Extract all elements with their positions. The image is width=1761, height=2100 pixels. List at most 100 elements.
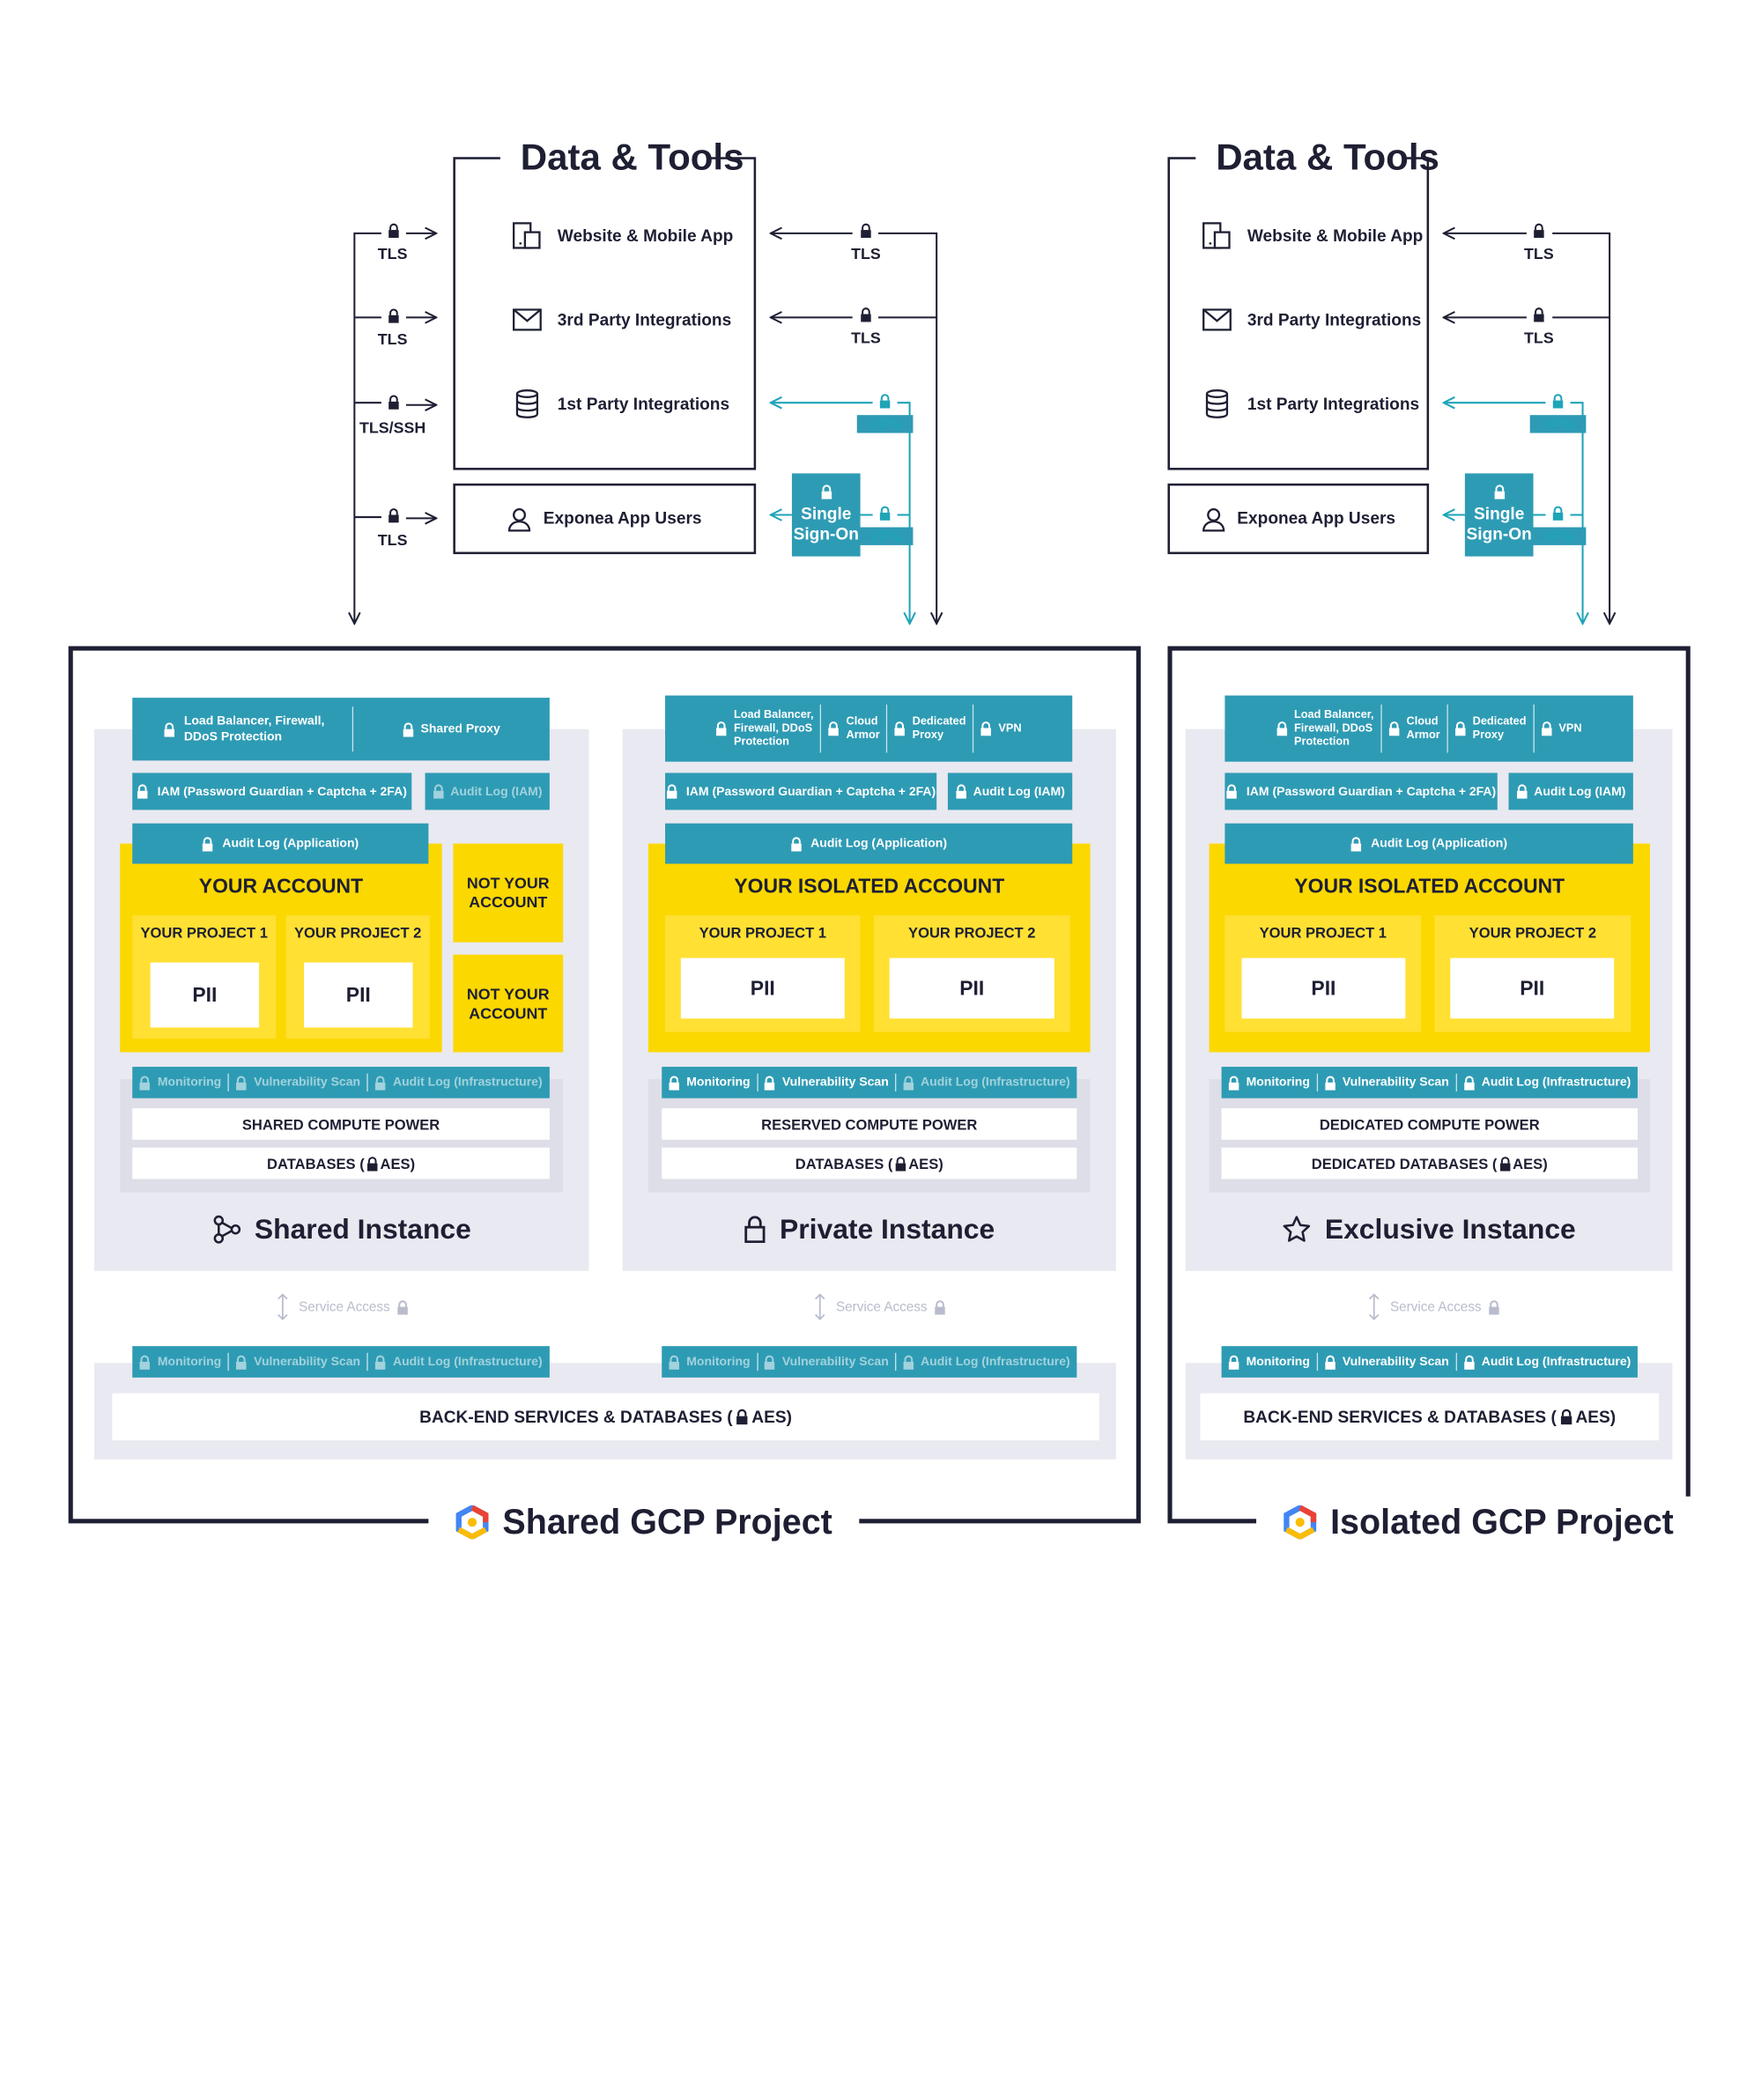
- lock-icon: [403, 721, 414, 737]
- lock-icon: [375, 1354, 387, 1370]
- lock-icon: [1388, 721, 1400, 736]
- pii-box: PII: [680, 958, 845, 1019]
- sso-label-line1: Single: [1474, 505, 1525, 524]
- aes-label: AES): [1575, 1407, 1617, 1427]
- service-access-label: Service Access: [1389, 1298, 1482, 1315]
- database-icon: [510, 387, 544, 420]
- separator: [895, 1352, 897, 1372]
- user-icon: [507, 507, 532, 531]
- left-trunk-line: [354, 232, 381, 624]
- lb-firewall-ddos-seg: Load Balancer, Firewall,DDoS Protection: [132, 714, 352, 745]
- pii-box: PII: [150, 962, 260, 1028]
- third-party-label: 3rd Party Integrations: [557, 310, 732, 329]
- isolated-account-label: YOUR ISOLATED ACCOUNT: [734, 875, 1005, 898]
- audit-infra-seg: Audit Log (Infrastructure): [368, 1075, 549, 1091]
- lock-icon: [375, 1075, 387, 1091]
- private-audit-app-bar: Audit Log (Application): [665, 823, 1073, 864]
- separator: [1380, 704, 1382, 753]
- lock-icon: [139, 1354, 151, 1370]
- monitoring-seg: Monitoring: [133, 1075, 228, 1091]
- sso-label-line2: Sign-On: [1466, 524, 1532, 544]
- vpn-label: VPN: [856, 415, 914, 433]
- project1-label: YOUR PROJECT 1: [140, 924, 268, 942]
- separator: [227, 1352, 230, 1372]
- bottom-monitoring-bar: Monitoring Vulnerability Scan Audit Log …: [662, 1346, 1077, 1378]
- right-3rd-party-row: 3rd Party Integrations: [1200, 303, 1421, 336]
- lb-line1: Load Balancer,: [734, 708, 814, 721]
- tls-label: TLS: [1524, 329, 1554, 347]
- database-icon: [1200, 387, 1233, 420]
- private-audit-iam-bar: Audit Log (IAM): [947, 773, 1073, 810]
- lock-icon: [980, 721, 992, 736]
- connector-lines: [0, 0, 1761, 1649]
- lock-icon: [669, 1075, 680, 1091]
- exclusive-iam-bar: IAM (Password Guardian + Captcha + 2FA): [1225, 773, 1498, 810]
- audit-infra-label: Audit Log (Infrastructure): [392, 1076, 543, 1090]
- iam-label: IAM (Password Guardian + Captcha + 2FA): [157, 784, 407, 799]
- sso-label-line1: Single: [801, 505, 852, 524]
- cloud-line1: Cloud: [846, 714, 878, 728]
- lock-icon: [1324, 1075, 1336, 1091]
- audit-infra-seg: Audit Log (Infrastructure): [896, 1075, 1077, 1091]
- shared-iam-bar: IAM (Password Guardian + Captcha + 2FA): [132, 773, 412, 810]
- project2-label: YOUR PROJECT 2: [908, 924, 1036, 942]
- vuln-scan-label: Vulnerability Scan: [1342, 1076, 1449, 1090]
- lock-icon: [955, 784, 966, 799]
- vpn-seg: VPN: [973, 721, 1028, 736]
- cloud-line2: Armor: [1406, 728, 1440, 742]
- lock-icon: [873, 506, 898, 526]
- audit-iam-label: Audit Log (IAM): [973, 784, 1065, 799]
- audit-infra-seg: Audit Log (Infrastructure): [1457, 1075, 1638, 1091]
- shared-compute-bar: SHARED COMPUTE POWER: [132, 1108, 550, 1140]
- left-data-tools-title: Data & Tools: [499, 134, 744, 180]
- lock-icon: [137, 784, 149, 799]
- audit-infra-seg: Audit Log (Infrastructure): [1457, 1354, 1638, 1370]
- monitoring-seg: Monitoring: [1222, 1354, 1317, 1370]
- vuln-scan-seg: Vulnerability Scan: [758, 1354, 896, 1370]
- vuln-scan-label: Vulnerability Scan: [1342, 1355, 1449, 1369]
- monitoring-label: Monitoring: [157, 1076, 222, 1090]
- aes-label: AES): [908, 1155, 943, 1172]
- lock-icon: [381, 223, 406, 243]
- left-1st-party-row: 1st Party Integrations: [510, 387, 729, 420]
- lock-icon: [790, 836, 802, 851]
- lb-line1: Load Balancer,: [1293, 708, 1374, 721]
- isolated-bottom-monitoring-bar: Monitoring Vulnerability Scan Audit Log …: [1221, 1346, 1638, 1378]
- right-data-tools-title: Data & Tools: [1195, 134, 1439, 180]
- lock-icon: [1454, 721, 1466, 736]
- private-instance-label: Private Instance: [780, 1213, 995, 1245]
- separator: [1316, 1073, 1318, 1092]
- lock-icon: [669, 1354, 680, 1370]
- lb-line2: Firewall, DDoS: [734, 721, 813, 735]
- service-access-indicator: Service Access: [1360, 1292, 1506, 1321]
- service-access-label: Service Access: [299, 1298, 390, 1315]
- lock-icon: [1527, 223, 1551, 243]
- iam-label: IAM (Password Guardian + Captcha + 2FA): [685, 784, 936, 799]
- monitoring-label: Monitoring: [686, 1076, 751, 1090]
- lock-icon: [1463, 1075, 1475, 1091]
- separator: [1533, 704, 1535, 753]
- monitoring-seg: Monitoring: [662, 1354, 757, 1370]
- shared-lb-bar: Load Balancer, Firewall,DDoS Protection …: [132, 698, 550, 761]
- up-down-arrow-icon: [814, 1293, 827, 1320]
- backend-label: BACK-END SERVICES & DATABASES (: [419, 1407, 733, 1427]
- project2-label: YOUR PROJECT 2: [293, 924, 422, 942]
- separator: [886, 704, 888, 753]
- lock-icon: [854, 223, 878, 243]
- lock-icon: [934, 1299, 945, 1314]
- vuln-scan-label: Vulnerability Scan: [781, 1076, 889, 1090]
- isolated-gcp-label: Isolated GCP Project: [1330, 1502, 1674, 1542]
- app-users-label: Exponea App Users: [1237, 509, 1396, 529]
- shared-gcp-label: Shared GCP Project: [502, 1502, 832, 1542]
- lock-icon: [396, 1299, 408, 1314]
- up-down-arrow-icon: [277, 1293, 290, 1320]
- lock-icon: [381, 508, 406, 529]
- isolated-account-label: YOUR ISOLATED ACCOUNT: [1294, 875, 1565, 898]
- tls-label: TLS: [1524, 244, 1554, 262]
- service-access-indicator: Service Access: [270, 1292, 416, 1321]
- padlock-icon: [744, 1216, 766, 1244]
- shared-instance-title: Shared Instance: [94, 1211, 589, 1247]
